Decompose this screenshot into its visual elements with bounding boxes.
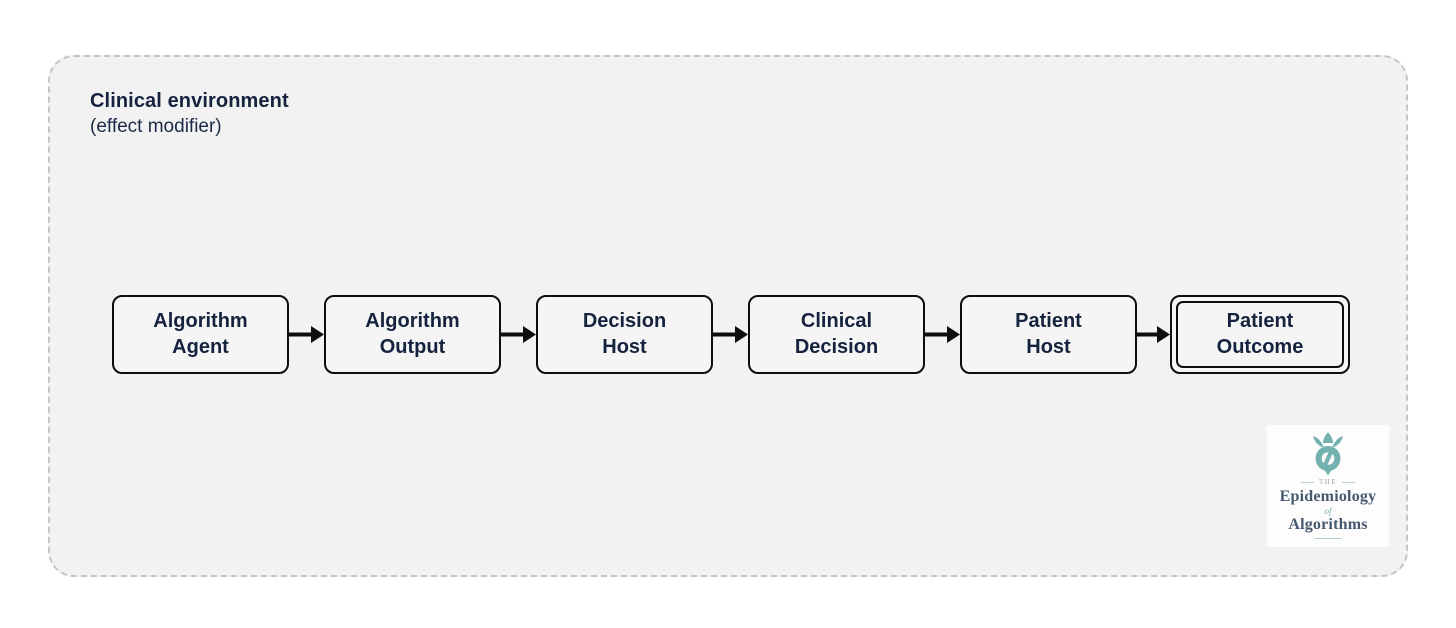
arrow-right-icon bbox=[289, 326, 324, 343]
node-label-line: Outcome bbox=[1216, 335, 1304, 358]
node-label-line: Host bbox=[602, 335, 647, 358]
epidemiology-of-algorithms-logo: THE Epidemiology of Algorithms bbox=[1267, 425, 1389, 547]
arrow-right-icon bbox=[713, 326, 748, 343]
node-decision-host: Decision Host bbox=[536, 295, 713, 374]
node-label-line: Patient bbox=[1226, 309, 1294, 332]
panel-title-block: Clinical environment (effect modifier) bbox=[90, 90, 289, 138]
node-algorithm-agent: Algorithm Agent bbox=[112, 295, 289, 374]
node-clinical-decision: Clinical Decision bbox=[748, 295, 925, 374]
node-label-line: Clinical bbox=[800, 309, 873, 332]
node-patient-host: Patient Host bbox=[960, 295, 1137, 374]
node-label-line: Agent bbox=[172, 335, 229, 358]
panel-title: Clinical environment bbox=[90, 90, 289, 112]
logo-bottom-rule bbox=[1315, 538, 1341, 539]
panel-subtitle: (effect modifier) bbox=[90, 116, 222, 137]
node-label-line: Algorithm bbox=[365, 309, 460, 332]
logo-prefix: THE bbox=[1318, 478, 1338, 486]
arrow-right-icon bbox=[925, 326, 960, 343]
causal-flow-row: Algorithm Agent Algorithm Output Decisio… bbox=[112, 295, 1350, 374]
node-algorithm-output: Algorithm Output bbox=[324, 295, 501, 374]
node-patient-outcome: Patient Outcome bbox=[1170, 295, 1350, 374]
node-label-line: Decision bbox=[794, 335, 879, 358]
node-label-line: Algorithm bbox=[153, 309, 248, 332]
node-label-line: Patient bbox=[1015, 309, 1082, 332]
tulip-pomegranate-icon bbox=[1313, 432, 1343, 476]
arrow-right-icon bbox=[1137, 326, 1170, 343]
node-label-line: Output bbox=[379, 335, 446, 358]
logo-word-epidemiology: Epidemiology bbox=[1279, 488, 1377, 505]
node-label-line: Decision bbox=[582, 309, 667, 332]
arrow-right-icon bbox=[501, 326, 536, 343]
clinical-environment-panel: Clinical environment (effect modifier) A… bbox=[48, 55, 1408, 577]
node-patient-outcome-inner-border: Patient Outcome bbox=[1176, 301, 1344, 368]
logo-word-of: of bbox=[1324, 506, 1332, 516]
node-label-line: Host bbox=[1026, 335, 1071, 358]
logo-the-row: THE bbox=[1300, 478, 1356, 486]
logo-left-rule bbox=[1300, 481, 1314, 483]
logo-right-rule bbox=[1342, 481, 1356, 483]
logo-word-algorithms: Algorithms bbox=[1288, 516, 1368, 533]
